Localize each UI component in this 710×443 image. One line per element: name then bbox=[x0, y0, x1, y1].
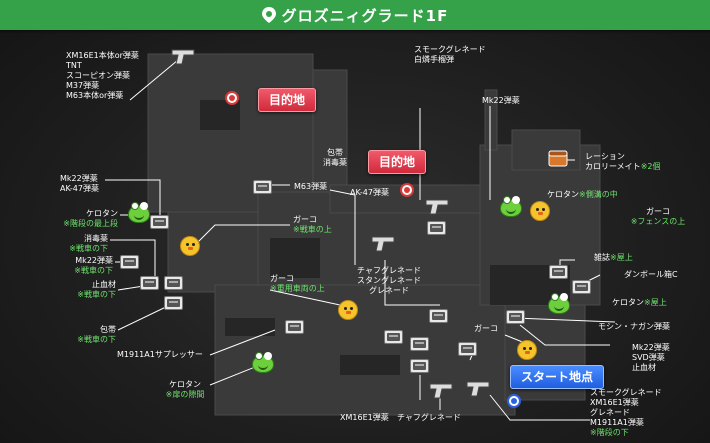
item-box-icon[interactable] bbox=[120, 255, 139, 269]
objective-callout: 目的地 bbox=[368, 150, 427, 174]
item-box-icon[interactable] bbox=[429, 309, 448, 323]
leader-line bbox=[329, 189, 356, 265]
objective-marker[interactable] bbox=[225, 91, 239, 105]
map-title: グロズニィグラード1F bbox=[281, 6, 449, 25]
map-vehicle bbox=[340, 355, 400, 375]
items-label: 包帯 消毒薬 bbox=[323, 148, 347, 167]
items-label: AK-47弾薬 bbox=[350, 188, 389, 197]
kerotan-frog-icon[interactable] bbox=[548, 293, 570, 314]
leader-line bbox=[209, 329, 276, 356]
kerotan-frog-icon[interactable] bbox=[500, 196, 522, 217]
kerotan-label: ケロタン ※階段の最上段 bbox=[63, 209, 118, 228]
leader-line bbox=[514, 317, 616, 323]
leader-line bbox=[209, 364, 261, 386]
objective-label: 目的地 bbox=[269, 93, 306, 107]
map-vehicle bbox=[225, 318, 275, 336]
items-label: M1911A1サプレッサー bbox=[117, 350, 203, 359]
kerotan-label: ケロタン ※扉の隙間 bbox=[165, 380, 205, 399]
items-label: 止血材 ※戦車の下 bbox=[77, 280, 116, 299]
gako-label: ガーコ ※重用車両の上 bbox=[270, 274, 325, 293]
items-label: モシン・ナガン弾薬 bbox=[598, 322, 670, 331]
pistol-icon[interactable] bbox=[424, 196, 452, 216]
items-label: ダンボール箱C bbox=[624, 270, 678, 279]
leader-line bbox=[110, 239, 156, 280]
items-label: チャフグレネード スタングレネード グレネード bbox=[357, 266, 421, 295]
items-label: Mk22弾薬 ※戦車の下 bbox=[74, 256, 113, 275]
items-label: スモークグレネード 白燐手榴弾 bbox=[414, 45, 486, 64]
kerotan-frog-icon[interactable] bbox=[128, 202, 150, 223]
items-label: XM16E1弾薬 bbox=[340, 413, 389, 422]
map-corridor-right bbox=[484, 89, 498, 151]
items-label: Mk22弾薬 SVD弾薬 止血材 bbox=[632, 343, 670, 372]
objective-label: 目的地 bbox=[379, 155, 416, 169]
start-label: スタート地点 bbox=[521, 370, 594, 384]
leader-line bbox=[519, 324, 610, 346]
kerotan-label: ケロタン※側溝の中 bbox=[547, 190, 618, 199]
start-callout: スタート地点 bbox=[510, 365, 605, 389]
start-marker[interactable] bbox=[507, 394, 521, 408]
items-label: XM16E1本体or弾薬 TNT スコーピオン弾薬 M37弾薬 M63本体or弾… bbox=[66, 51, 139, 100]
leader-line bbox=[194, 224, 290, 246]
item-box-icon[interactable] bbox=[458, 342, 477, 356]
start-items-label: スモークグレネード XM16E1弾薬 グレネード M1911A1弾薬 ※階段の下 bbox=[590, 388, 662, 437]
item-box-icon[interactable] bbox=[410, 359, 429, 373]
items-label: 雑誌※屋上 bbox=[594, 253, 633, 262]
pistol-icon[interactable] bbox=[370, 233, 398, 253]
map-corridor-top bbox=[312, 69, 348, 201]
objective-callout: 目的地 bbox=[258, 88, 317, 112]
item-box-icon[interactable] bbox=[285, 320, 304, 334]
pistol-icon[interactable] bbox=[170, 46, 198, 66]
item-box-icon[interactable] bbox=[427, 221, 446, 235]
items-label: チャフグレネード bbox=[397, 413, 461, 422]
header-shadow bbox=[0, 30, 710, 34]
objective-marker[interactable] bbox=[400, 183, 414, 197]
leader-line bbox=[384, 260, 440, 306]
leader-line bbox=[489, 394, 590, 421]
location-pin-icon bbox=[261, 7, 276, 23]
map-building bbox=[200, 100, 240, 130]
item-box-icon[interactable] bbox=[150, 215, 169, 229]
item-box-icon[interactable] bbox=[572, 280, 591, 294]
map-corridor-center bbox=[329, 184, 501, 214]
leader-line bbox=[117, 304, 171, 331]
kerotan-label: ケロタン※屋上 bbox=[612, 298, 667, 307]
pistol-icon[interactable] bbox=[465, 378, 493, 398]
gako-label: ガーコ ※フェンスの上 bbox=[630, 207, 686, 226]
items-label: M63弾薬 bbox=[294, 182, 328, 191]
map-area-right-top bbox=[511, 129, 581, 171]
gako-duck-icon[interactable] bbox=[530, 201, 550, 221]
item-box-icon[interactable] bbox=[140, 276, 159, 290]
map-title-bar: グロズニィグラード1F bbox=[0, 0, 710, 30]
gako-duck-icon[interactable] bbox=[338, 300, 358, 320]
item-box-icon[interactable] bbox=[164, 296, 183, 310]
ration-label: レーション カロリーメイト※2個 bbox=[585, 152, 661, 171]
pistol-icon[interactable] bbox=[428, 380, 456, 400]
leader-line bbox=[269, 289, 341, 306]
items-label: Mk22弾薬 AK-47弾薬 bbox=[60, 174, 99, 193]
items-label: 消毒薬 ※戦車の下 bbox=[69, 234, 108, 253]
item-box-icon[interactable] bbox=[253, 180, 272, 194]
item-box-icon[interactable] bbox=[410, 337, 429, 351]
leader-line bbox=[105, 179, 161, 215]
item-box-icon[interactable] bbox=[549, 265, 568, 279]
kerotan-frog-icon[interactable] bbox=[252, 352, 274, 373]
map-area-top-left bbox=[147, 53, 314, 213]
gako-duck-icon[interactable] bbox=[517, 340, 537, 360]
gako-label: ガーコ bbox=[474, 324, 498, 333]
item-box-icon[interactable] bbox=[164, 276, 183, 290]
items-label: 包帯 ※戦車の下 bbox=[77, 325, 116, 344]
item-box-icon[interactable] bbox=[384, 330, 403, 344]
item-box-icon[interactable] bbox=[506, 310, 525, 324]
items-label: Mk22弾薬 bbox=[482, 96, 520, 105]
leader-line bbox=[129, 59, 179, 101]
gako-duck-icon[interactable] bbox=[180, 236, 200, 256]
gako-label: ガーコ ※戦車の上 bbox=[293, 215, 332, 234]
map-building bbox=[270, 238, 320, 278]
ration-icon[interactable] bbox=[548, 150, 568, 168]
